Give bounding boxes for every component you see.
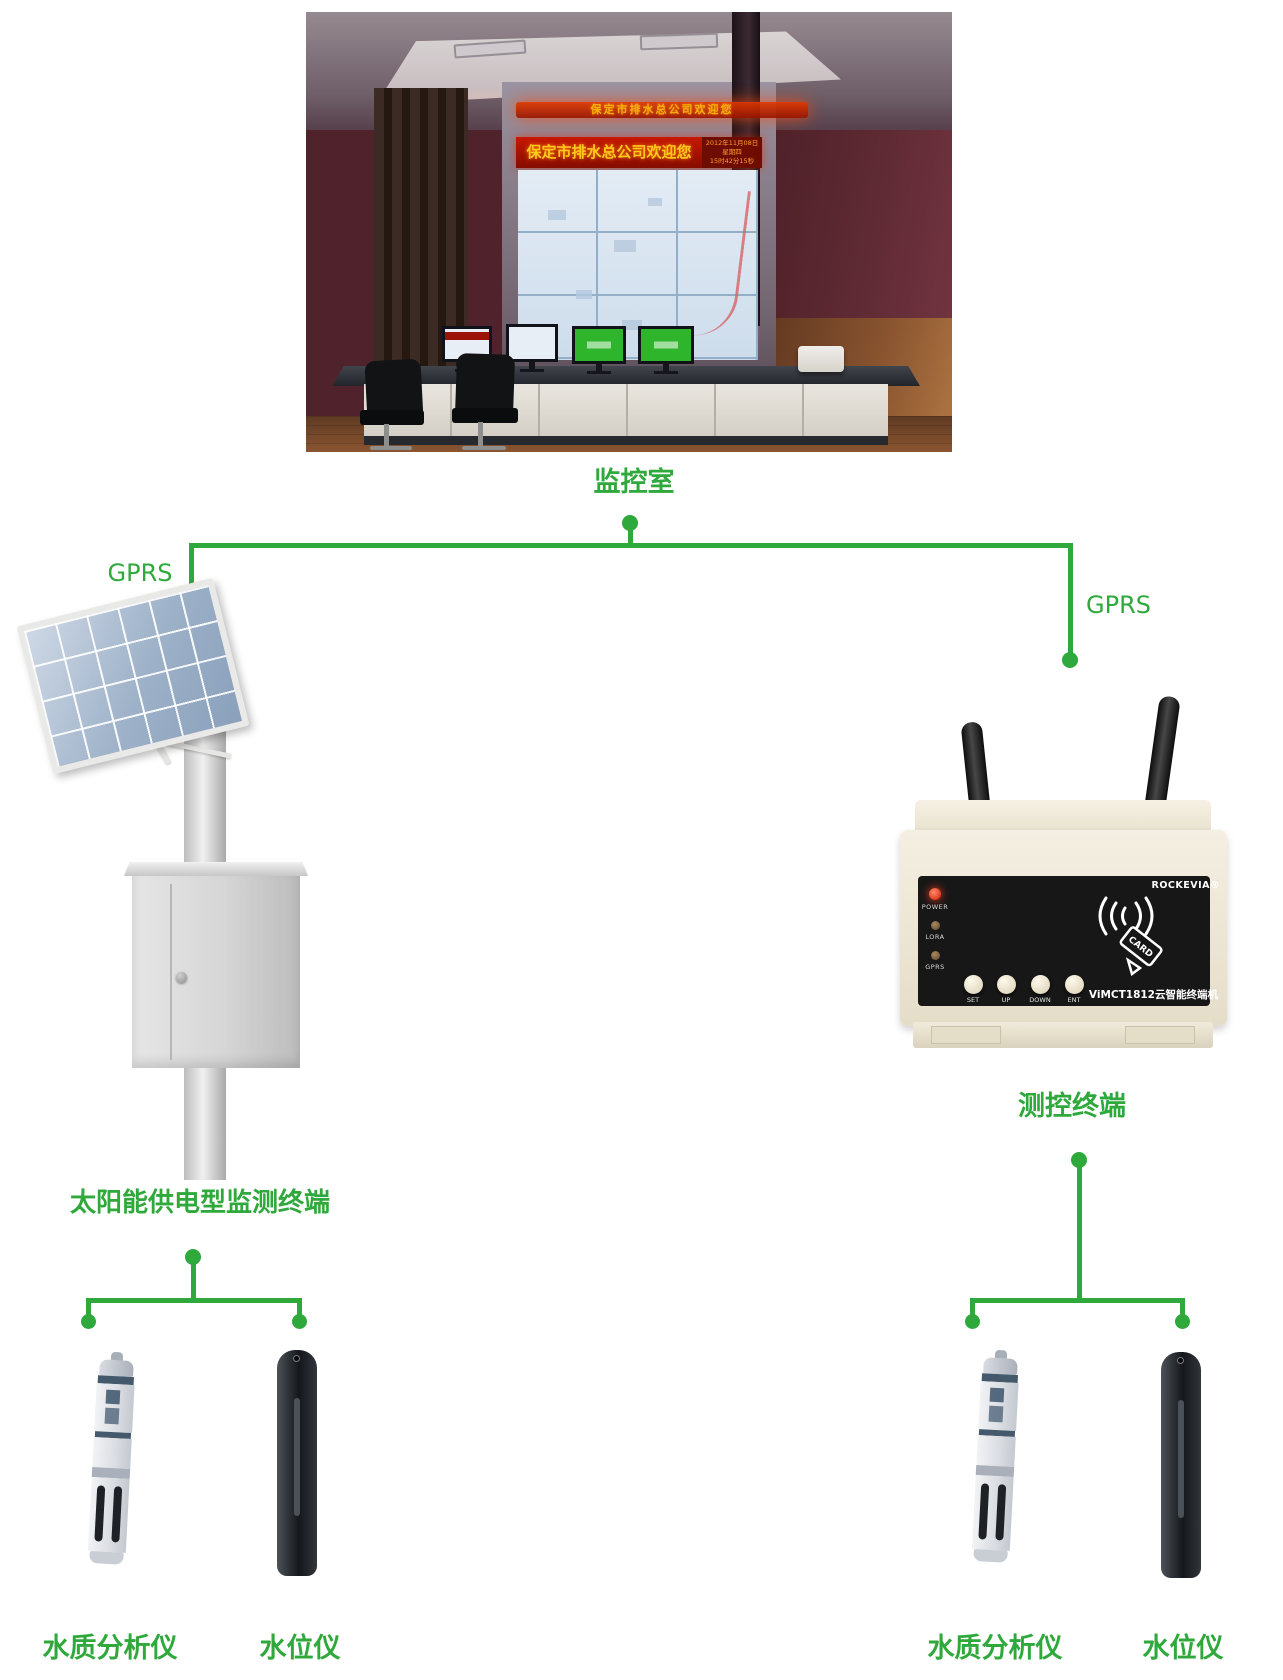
- branch-drop: [86, 1298, 91, 1320]
- water-level-label-left: 水位仪: [259, 1633, 341, 1664]
- water-quality-label-left: 水质分析仪: [42, 1633, 178, 1664]
- connector-node: [965, 1314, 980, 1329]
- led-welcome-sign: 保定市排水总公司欢迎您 2012年11月08日 星期四 15时42分15秒: [516, 137, 762, 168]
- branch-stem: [1077, 1160, 1082, 1303]
- water-level-probe: [1161, 1352, 1201, 1578]
- branch-drop: [297, 1298, 302, 1320]
- card-reader-icon: CARD: [1098, 896, 1163, 976]
- lora-led: [931, 921, 940, 930]
- connector-bus: [189, 543, 1073, 548]
- device-front-panel: POWER LORA GPRS 停止10:35:33 025 YW11.2M Y…: [918, 876, 1210, 1006]
- up-button: [997, 975, 1016, 994]
- printer: [798, 346, 844, 372]
- connector-node: [292, 1314, 307, 1329]
- console-cabinets: [364, 384, 888, 440]
- connector-node: [81, 1314, 96, 1329]
- gprs-left-label: GPRS: [107, 559, 173, 587]
- connector-stem: [628, 523, 633, 548]
- led-sign-clock: 2012年11月08日 星期四 15时42分15秒: [702, 137, 762, 168]
- water-quality-probe: [86, 1351, 137, 1593]
- water-level-label-right: 水位仪: [1142, 1633, 1224, 1664]
- ceiling-vent: [639, 32, 719, 51]
- console-kick: [364, 436, 888, 445]
- set-button: [964, 975, 983, 994]
- connector-left-drop: [189, 543, 194, 605]
- down-button: [1031, 975, 1050, 994]
- branch-bar: [970, 1298, 1185, 1303]
- connector-node: [1062, 652, 1078, 668]
- brand-text: ROCKEVIA®: [1151, 880, 1220, 891]
- equipment-box: [132, 876, 300, 1068]
- ceiling-led-marquee: 保定市排水总公司欢迎您: [516, 102, 808, 118]
- water-level-probe: [277, 1350, 317, 1576]
- monitoring-room-label: 监控室: [593, 467, 675, 498]
- control-room-photo: 保定市排水总公司欢迎您 保定市排水总公司欢迎您 2012年11月08日 星期四 …: [306, 12, 952, 452]
- ent-button: [1065, 975, 1084, 994]
- gprs-led: [931, 951, 940, 960]
- solar-terminal-label: 太阳能供电型监测终端: [69, 1188, 330, 1218]
- branch-bar: [86, 1298, 302, 1303]
- box-handle: [176, 972, 187, 983]
- branch-drop: [1180, 1298, 1185, 1320]
- water-quality-probe: [970, 1349, 1021, 1591]
- equipment-box-lid: [124, 862, 308, 876]
- power-led: [929, 888, 941, 900]
- map-route-line: [687, 185, 751, 341]
- connector-node: [1175, 1314, 1190, 1329]
- branch-stem: [191, 1257, 196, 1303]
- water-quality-label-right: 水质分析仪: [927, 1633, 1063, 1664]
- control-terminal-label: 测控终端: [1018, 1091, 1126, 1122]
- model-text: ViMCT1812云智能终端机: [1088, 989, 1218, 1001]
- branch-drop: [970, 1298, 975, 1320]
- connector-right-drop: [1068, 543, 1073, 661]
- gprs-right-label: GPRS: [1086, 591, 1151, 619]
- led-sign-text: 保定市排水总公司欢迎您: [526, 143, 692, 161]
